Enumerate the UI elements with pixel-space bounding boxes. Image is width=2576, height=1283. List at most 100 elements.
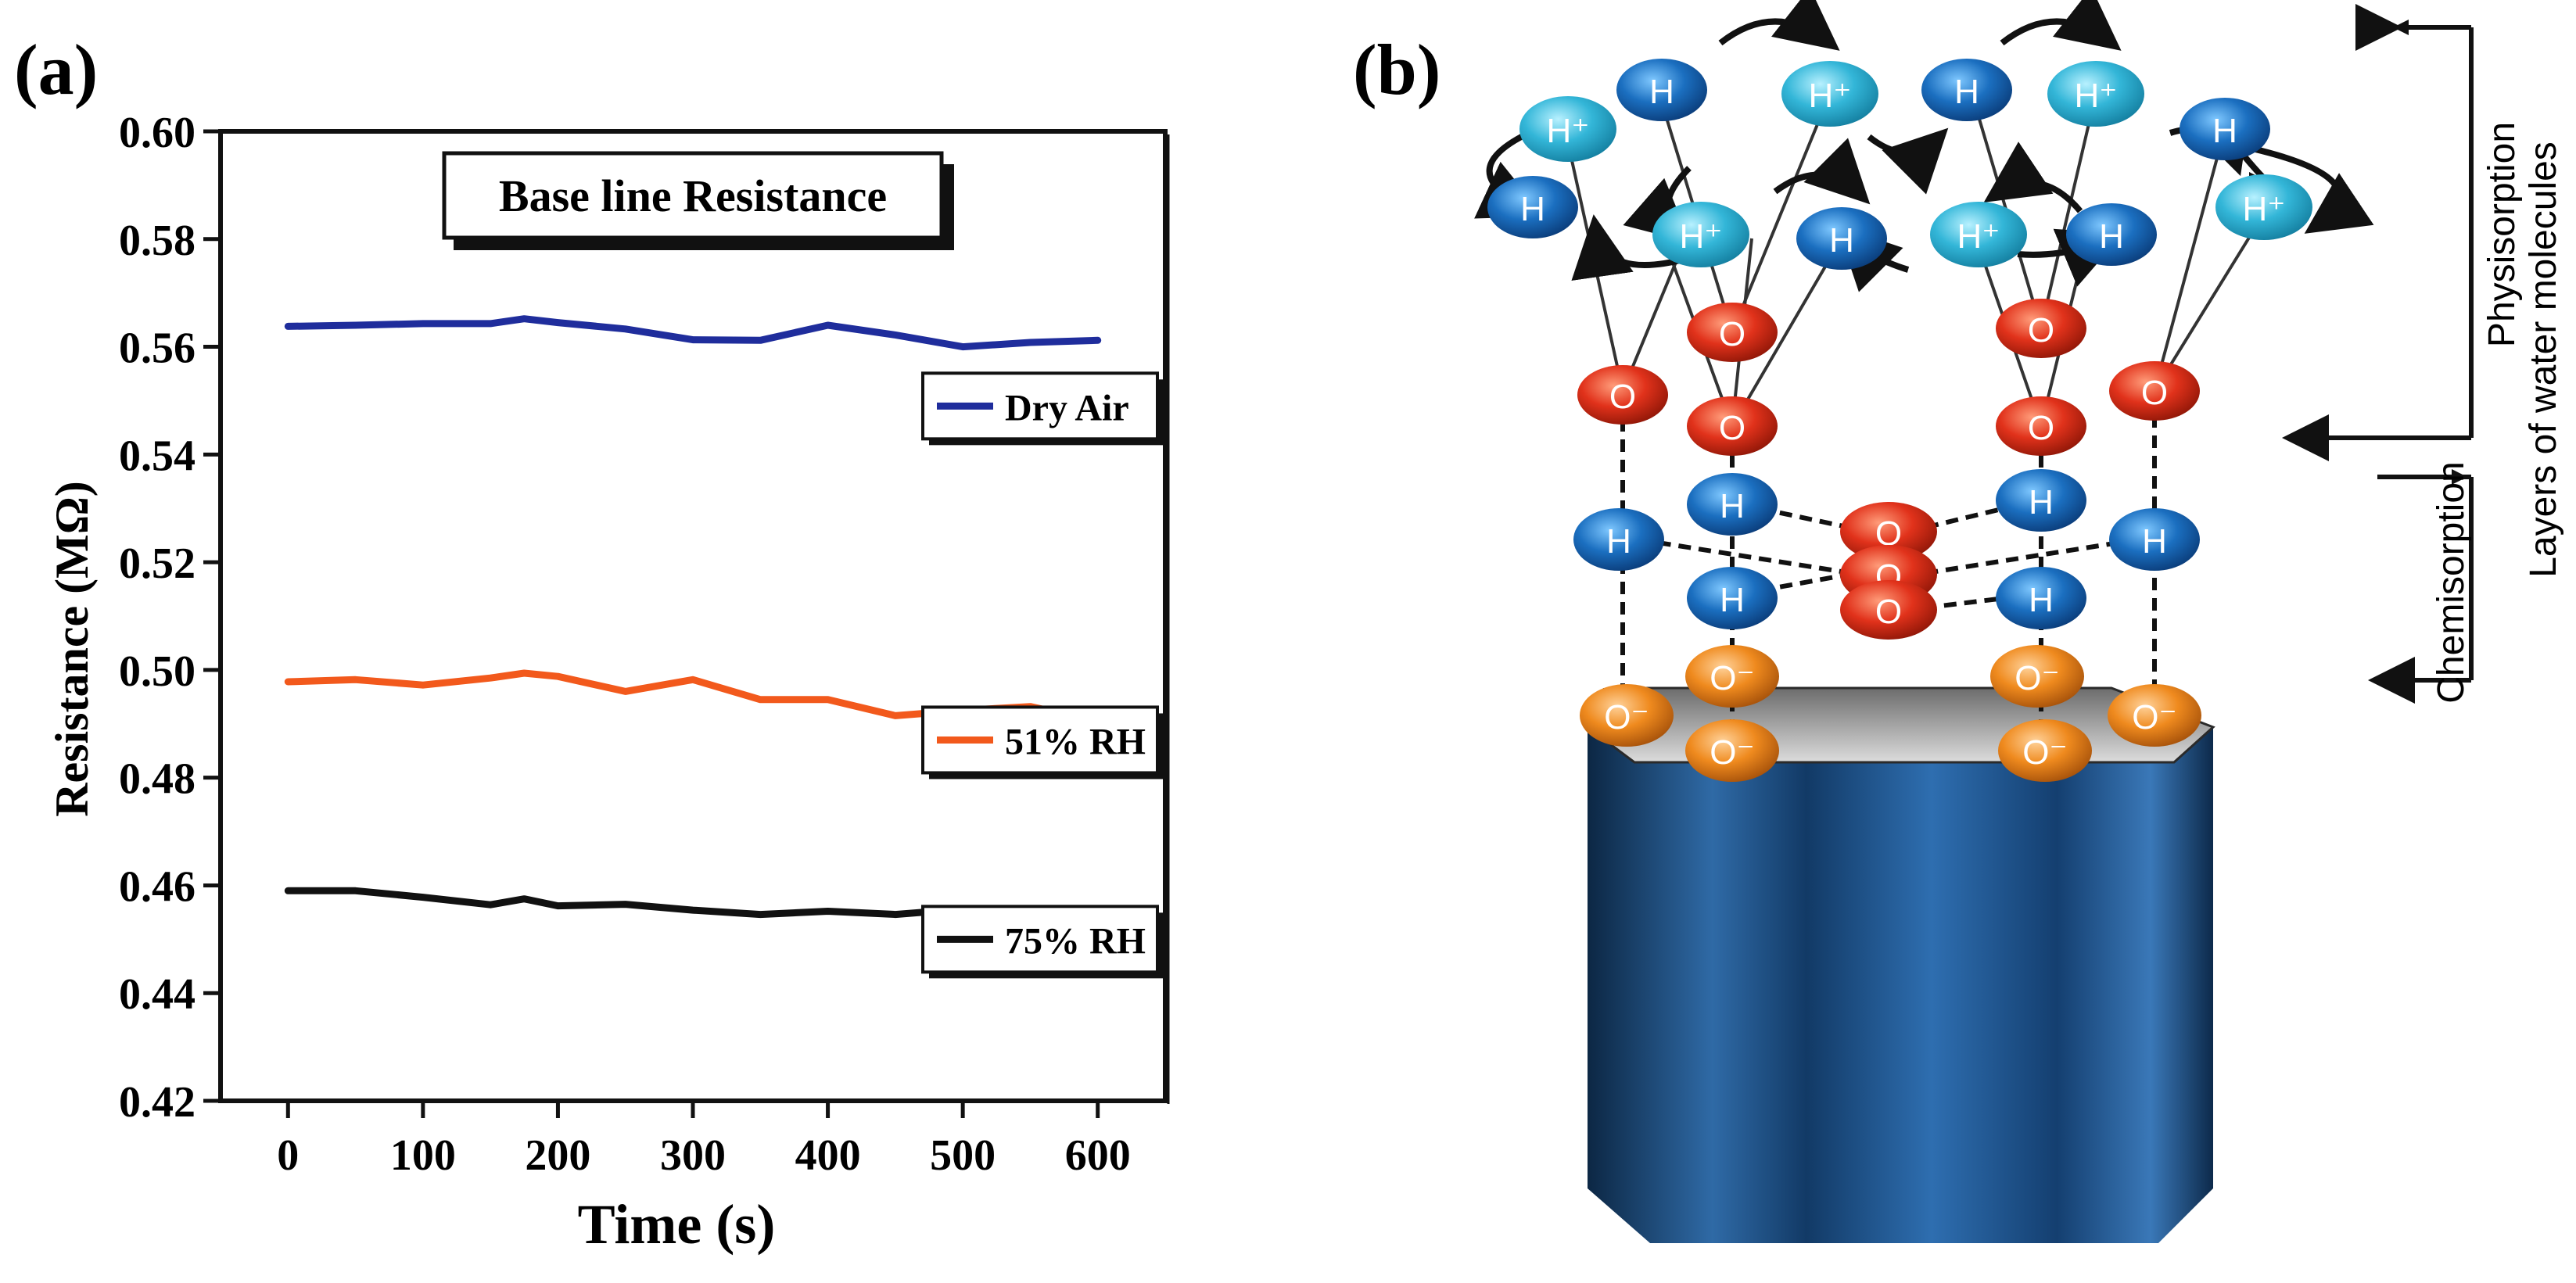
atom-o: O xyxy=(1687,303,1778,362)
x-axis-title: Time (s) xyxy=(578,1193,776,1256)
atoms-o: O O O O O O O O O xyxy=(1577,299,2200,640)
atom-h: H xyxy=(1796,207,1887,270)
y-tick-label: 0.58 xyxy=(119,217,196,265)
atoms-h: H H H H H H H H H H H H xyxy=(1487,59,2270,629)
y-tick-label: 0.42 xyxy=(119,1078,196,1127)
atom-h: H xyxy=(1616,59,1707,121)
svg-text:H⁺: H⁺ xyxy=(1957,217,2000,256)
atom-o: O xyxy=(2109,361,2200,421)
atom-h: H xyxy=(1573,508,1664,571)
legend-item: 75% RH xyxy=(921,905,1164,979)
svg-text:H: H xyxy=(1649,73,1674,111)
svg-text:H: H xyxy=(2029,483,2054,521)
atom-o: O xyxy=(1996,299,2086,358)
atom-o-minus: O⁻ xyxy=(1990,645,2084,708)
atom-h: H xyxy=(1996,469,2086,532)
legend-label: 51% RH xyxy=(1005,721,1146,762)
legend-label: 75% RH xyxy=(1005,920,1146,962)
legend-item: Dry Air xyxy=(921,371,1164,446)
panel-a: (a) Resistance (MΩ) Time (s) 0.420.440.4… xyxy=(14,30,1170,1256)
physisorption-label: Physisorption xyxy=(2481,122,2523,347)
substrate-pillar xyxy=(1585,686,2215,1243)
svg-text:H⁺: H⁺ xyxy=(2075,77,2118,115)
atom-h: H xyxy=(2180,98,2270,160)
panel-b: (b) xyxy=(1353,0,2564,1243)
svg-text:O: O xyxy=(1609,378,1636,416)
svg-text:O: O xyxy=(1719,409,1745,447)
svg-text:H: H xyxy=(1720,581,1745,619)
atom-h: H xyxy=(2109,508,2200,571)
svg-text:H: H xyxy=(1829,221,1854,260)
chemisorption-label: Chemisorption xyxy=(2431,461,2472,703)
panel-b-label: (b) xyxy=(1353,30,1440,109)
svg-text:H⁺: H⁺ xyxy=(1809,77,1852,115)
atoms-h-plus: H⁺ H⁺ H⁺ H⁺ H⁺ H⁺ xyxy=(1519,61,2312,267)
svg-text:H: H xyxy=(1520,190,1545,228)
atom-h-plus: H⁺ xyxy=(2215,174,2312,240)
atom-o-minus: O⁻ xyxy=(1998,719,2092,782)
svg-text:O⁻: O⁻ xyxy=(1710,733,1754,772)
atom-h: H xyxy=(1687,567,1778,629)
atom-h: H xyxy=(1921,59,2012,121)
y-tick-label: 0.56 xyxy=(119,324,196,373)
y-tick-label: 0.50 xyxy=(119,647,196,696)
inset-title-box: Base line Resistance xyxy=(442,151,954,250)
x-tick-label: 200 xyxy=(525,1131,590,1180)
svg-text:O⁻: O⁻ xyxy=(1710,659,1754,697)
atom-h-plus: H⁺ xyxy=(1519,96,1616,162)
y-tick-label: 0.48 xyxy=(119,755,196,804)
atom-o-minus: O⁻ xyxy=(2108,684,2201,747)
atom-o: O xyxy=(1687,396,1778,456)
atom-h: H xyxy=(1687,473,1778,536)
atom-h-plus: H⁺ xyxy=(1930,202,2027,267)
atom-o: O xyxy=(1996,396,2086,456)
atom-o: O xyxy=(1840,502,1937,561)
svg-text:H: H xyxy=(2142,522,2167,561)
svg-text:O: O xyxy=(2028,409,2054,447)
svg-text:O: O xyxy=(2028,311,2054,349)
svg-text:H: H xyxy=(1954,73,1979,111)
legend-label: Dry Air xyxy=(1005,387,1129,428)
x-tick-label: 100 xyxy=(390,1131,456,1180)
atom-h: H xyxy=(1996,567,2086,629)
svg-text:H⁺: H⁺ xyxy=(1680,217,1723,256)
svg-text:H: H xyxy=(1606,522,1631,561)
series-line-0 xyxy=(284,315,1102,351)
atom-h-plus: H⁺ xyxy=(1781,61,1878,127)
atom-h-plus: H⁺ xyxy=(1652,202,1749,267)
svg-text:H⁺: H⁺ xyxy=(1547,112,1590,150)
y-tick-label: 0.46 xyxy=(119,862,196,911)
svg-text:O⁻: O⁻ xyxy=(2015,659,2059,697)
svg-text:H: H xyxy=(2029,581,2054,619)
svg-text:O: O xyxy=(1719,315,1745,353)
atom-h-plus: H⁺ xyxy=(2047,61,2144,127)
atom-o-minus: O⁻ xyxy=(1685,645,1779,708)
x-tick-label: 0 xyxy=(277,1131,299,1180)
svg-text:O⁻: O⁻ xyxy=(2022,733,2067,772)
y-axis: 0.42 0.44 0.46 0.48 0.50 0.52 0.54 0.56 0.58 0.60 xyxy=(119,109,221,1127)
svg-text:H⁺: H⁺ xyxy=(2243,190,2286,228)
svg-text:H: H xyxy=(1720,487,1745,525)
x-tick-label: 600 xyxy=(1065,1131,1131,1180)
svg-text:O: O xyxy=(1875,593,1902,631)
y-tick-label: 0.54 xyxy=(119,432,196,480)
atoms-o-minus: O⁻ O⁻ O⁻ O⁻ O⁻ O⁻ xyxy=(1580,645,2201,782)
svg-text:O: O xyxy=(2141,374,2168,412)
atom-h: H xyxy=(1487,176,1578,238)
atom-o: O xyxy=(1577,365,1668,425)
inset-title: Base line Resistance xyxy=(499,170,887,221)
proton-hopping-arrows xyxy=(1474,0,2374,292)
y-tick-label: 0.44 xyxy=(119,970,196,1019)
legend-item: 51% RH xyxy=(921,705,1164,779)
layers-label: Layers of water molecules xyxy=(2523,142,2564,578)
svg-text:O⁻: O⁻ xyxy=(2132,698,2176,736)
atom-h: H xyxy=(2066,203,2157,266)
y-tick-label: 0.60 xyxy=(119,109,196,157)
y-tick-label: 0.52 xyxy=(119,539,196,588)
x-tick-label: 400 xyxy=(795,1131,861,1180)
svg-text:H: H xyxy=(2099,217,2124,256)
atom-o-minus: O⁻ xyxy=(1580,684,1674,747)
x-tick-label: 500 xyxy=(930,1131,996,1180)
